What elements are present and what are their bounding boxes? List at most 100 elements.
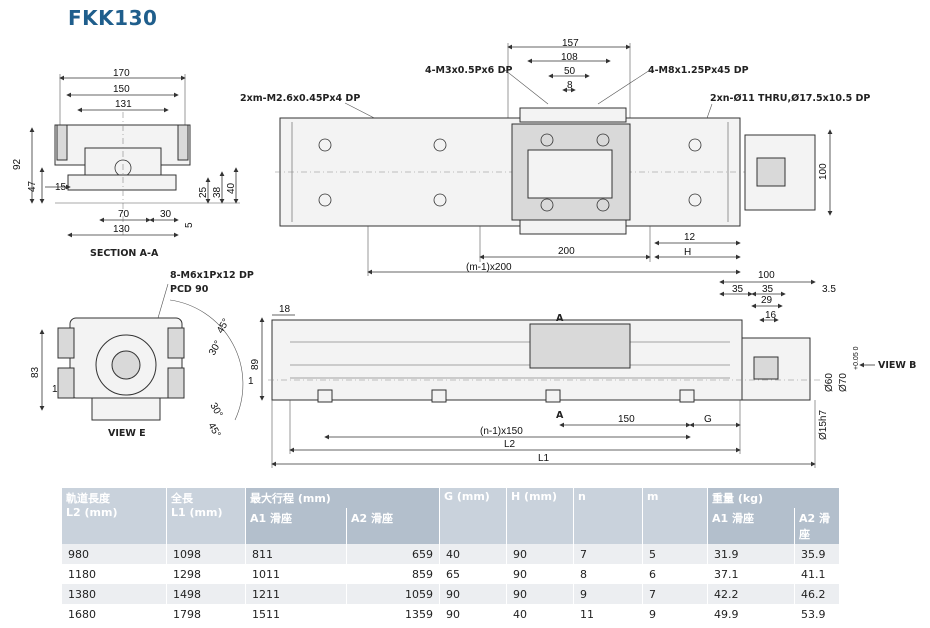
dim-l2: L2 [504,439,516,450]
col-stroke-a2: A2 滑座 [346,508,440,544]
table-cell: 37.1 [707,564,795,584]
dim-dia70-tol: +0.05 0 [853,346,860,370]
dim-130: 130 [113,224,130,235]
rail-side-body [271,319,743,401]
pcd-label: PCD 90 [170,284,209,295]
dim-12: 12 [684,232,696,243]
dim-89: 89 [250,358,261,370]
dim-8: 8 [567,80,573,91]
dim-30: 30 [160,209,172,220]
table-cell: 980 [62,544,167,564]
holes-label: 8-M6x1Px12 DP [170,270,254,281]
m3-label: 4-M3x0.5Px6 DP [425,65,512,76]
dim-18: 18 [279,304,291,315]
thru-label: 2xn-Ø11 THRU,Ø17.5x10.5 DP [710,93,870,104]
dim-n150: (n-1)x150 [480,426,523,437]
dim-50: 50 [564,66,576,77]
col-rail-length: 軌道長度 L2 (mm) [62,488,167,544]
table-cell: 7 [573,544,643,564]
dim-200: 200 [558,246,575,257]
dim-83: 83 [30,366,41,378]
view-e-base [91,397,161,421]
section-a-top: A [556,313,564,324]
col-h: H (mm) [506,488,574,544]
table-cell: 9 [573,584,643,604]
table-cell: 811 [245,544,347,564]
view-e: 8-M6x1Px12 DP PCD 90 45° 30° 30° 45° 83 … [30,270,254,440]
top-view: 157 108 50 8 4-M3x0.5Px6 DP 4-M8x1.25Px4… [240,38,870,276]
col-stroke-a1: A1 滑座 [245,508,347,544]
table-cell: 90 [439,584,507,604]
dim-157: 157 [562,38,579,49]
col-weight-a1: A1 滑座 [707,508,795,544]
table-cell: 41.1 [794,564,840,584]
table-cell: 6 [642,564,708,584]
dim-35-a: 35 [732,284,744,295]
table-cell: 1359 [346,604,440,624]
rail-base [67,174,177,191]
dim-131: 131 [115,99,132,110]
col-max-stroke: 最大行程 (mm) [245,488,440,508]
table-cell: 42.2 [707,584,795,604]
table-cell: 31.9 [707,544,795,564]
angle-30-top: 30° [207,339,224,358]
dim-70: 70 [118,209,130,220]
table-cell: 53.9 [794,604,840,624]
table-cell: 35.9 [794,544,840,564]
side-view: 100 35 35 3.5 29 16 18 89 1 A A Ø60 Ø70 … [248,270,916,468]
table-subheader-row: A1 滑座 A2 滑座 A1 滑座 A2 滑座 [62,508,840,544]
dim-5: 5 [184,222,195,228]
table-cell: 1011 [245,564,347,584]
dim-35-b: 35 [762,284,774,295]
col-n: n [573,488,643,544]
dim-dia15h7: Ø15h7 [818,410,829,440]
dim-1-side: 1 [248,376,254,387]
table-cell: 9 [642,604,708,624]
table-cell: 90 [506,584,574,604]
col-total-length: 全長 L1 (mm) [166,488,246,544]
dim-l1: L1 [538,453,550,464]
shaft-circle [111,350,141,380]
view-b-label: VIEW B [878,360,916,371]
table-cell: 65 [439,564,507,584]
table-cell: 8 [573,564,643,584]
table-cell: 5 [642,544,708,564]
table-cell: 1211 [245,584,347,604]
table-cell: 1380 [62,584,167,604]
table-cell: 46.2 [794,584,840,604]
table-cell: 1298 [166,564,246,584]
table-cell: 1180 [62,564,167,584]
dim-38: 38 [212,186,223,198]
dim-100-side: 100 [758,270,775,281]
table-cell: 40 [506,604,574,624]
dim-1: 1 [52,384,58,395]
dim-100-top: 100 [818,163,829,180]
table-cell: 90 [439,604,507,624]
dim-170: 170 [113,68,130,79]
dim-25: 25 [198,186,209,198]
table-cell: 49.9 [707,604,795,624]
dim-15: 15 [55,182,67,193]
section-aa-view: 170 150 131 92 47 15 25 38 40 5 70 30 13… [12,68,240,259]
angle-arc [169,299,244,421]
col-weight: 重量 (kg) [707,488,840,508]
table-cell: 90 [506,544,574,564]
m26-label: 2xm-M2.6x0.45Px4 DP [240,93,360,104]
dim-150: 150 [113,84,130,95]
dim-g: G [704,414,712,425]
table-cell: 1059 [346,584,440,604]
table-cell: 40 [439,544,507,564]
dim-h: H [684,247,691,258]
view-e-ear-left [57,327,75,359]
dim-3p5: 3.5 [822,284,836,295]
table-cell: 7 [642,584,708,604]
table-cell: 1798 [166,604,246,624]
table-cell: 1498 [166,584,246,604]
carriage-ear-right [177,124,189,161]
table-cell: 90 [506,564,574,584]
coupling [756,157,786,187]
